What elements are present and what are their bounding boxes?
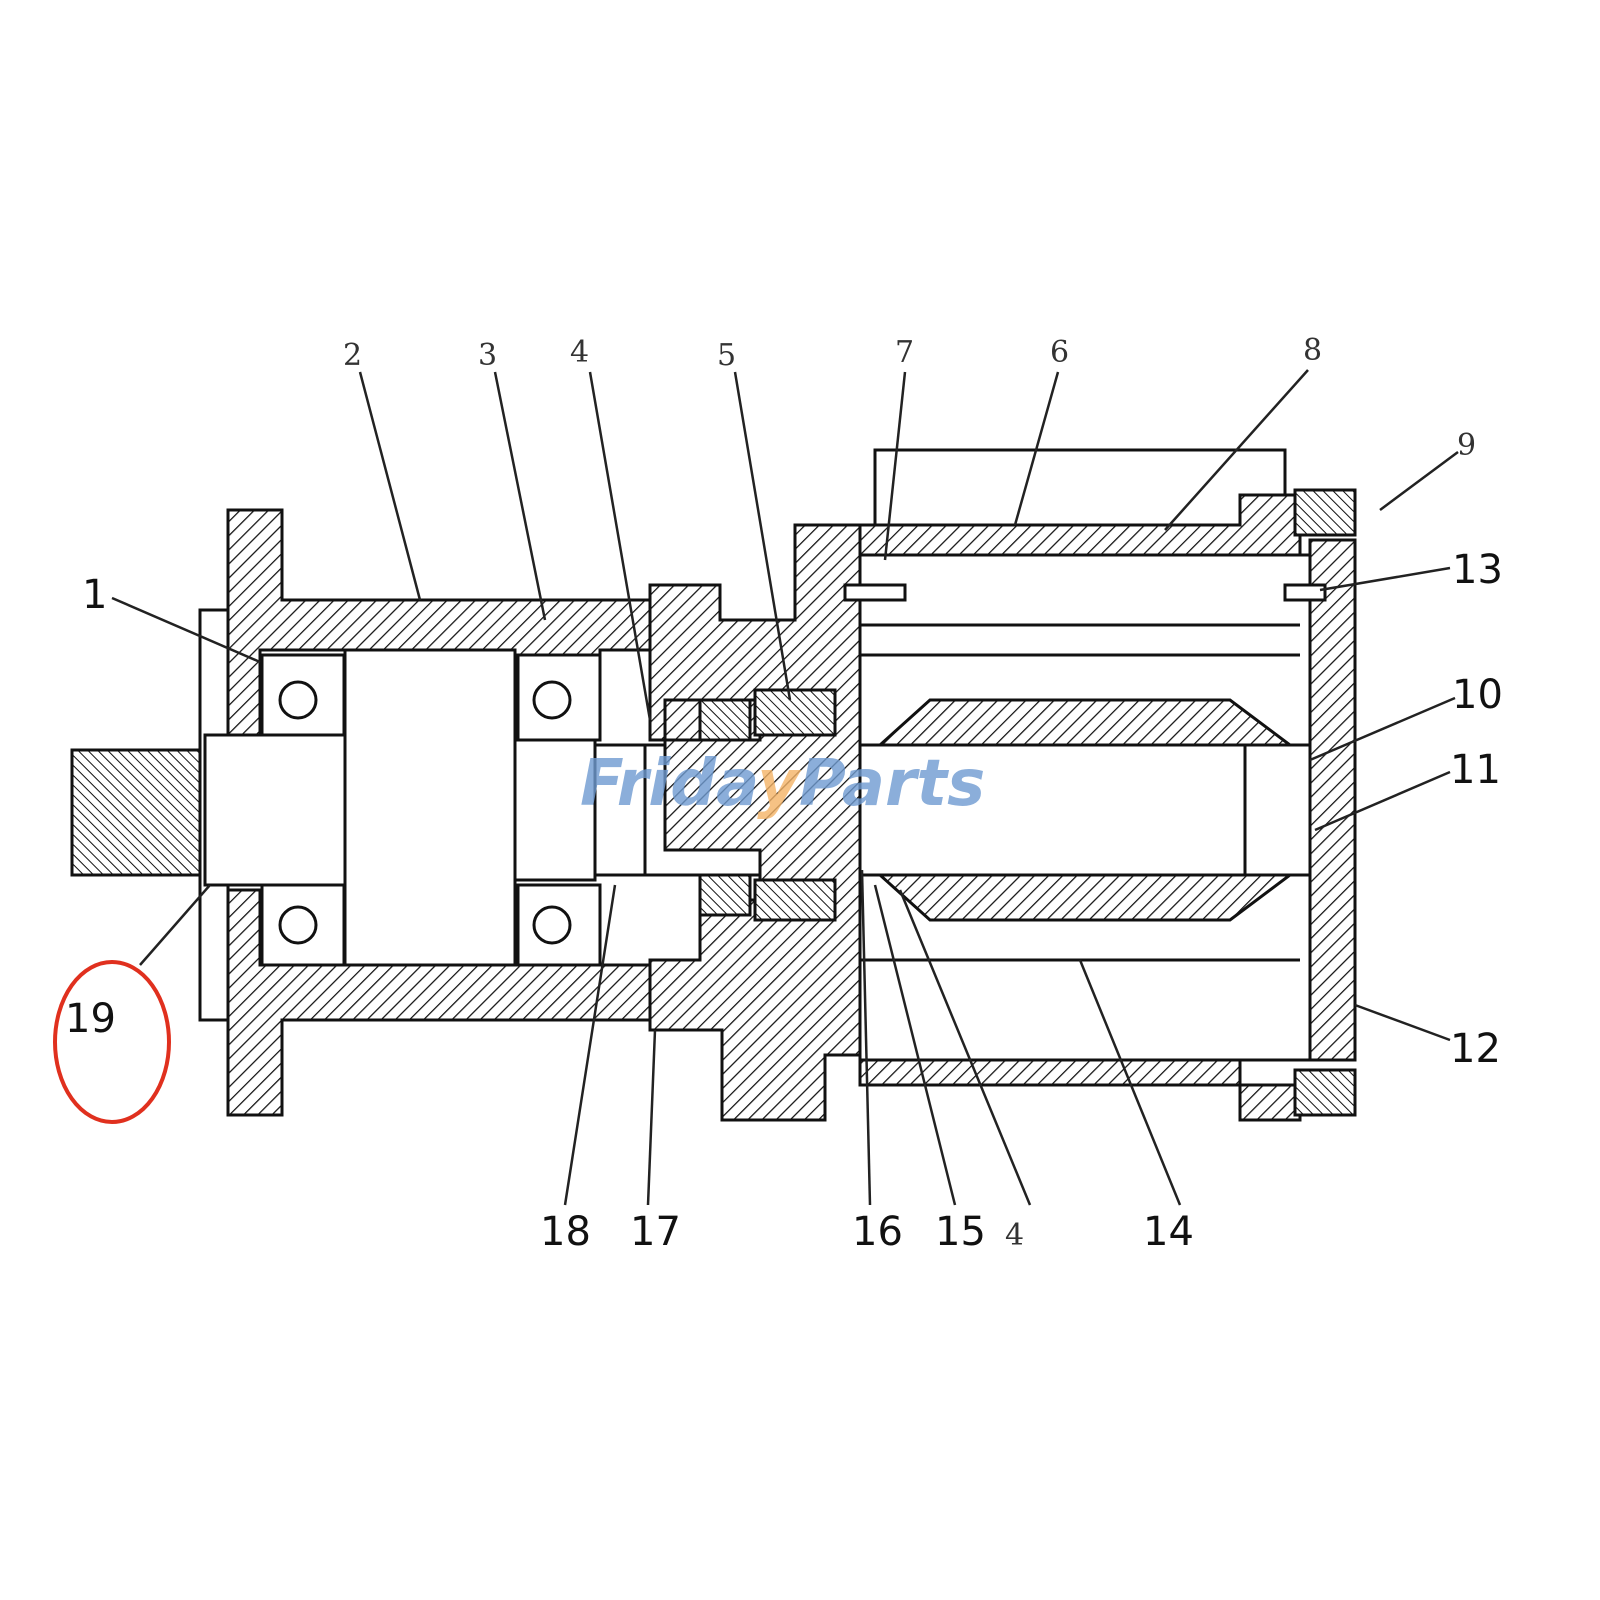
- label-17: 17: [630, 1209, 681, 1255]
- label-16: 16: [852, 1209, 903, 1255]
- assembly-drawing: [70, 448, 1357, 1122]
- rear-housing-top: [873, 448, 1287, 532]
- bearing-rear: [516, 653, 602, 742]
- label-10: 10: [1452, 672, 1503, 718]
- watermark-text-3: Parts: [799, 747, 985, 821]
- bearing-front: [260, 653, 346, 742]
- end-cap: [1308, 538, 1357, 1062]
- label-2: 2: [343, 338, 362, 373]
- middle-housing: [648, 523, 862, 1122]
- seal: [698, 698, 752, 742]
- spline-shaft-end: [70, 748, 214, 877]
- svg-text:FridayParts: FridayParts: [580, 747, 985, 821]
- label-5: 5: [717, 338, 736, 373]
- label-3: 3: [478, 338, 497, 373]
- watermark-text-1: Frida: [580, 747, 757, 821]
- label-11: 11: [1450, 747, 1501, 793]
- label-7: 7: [895, 335, 914, 370]
- highlight-circle-19: [53, 960, 171, 1124]
- label-9: 9: [1457, 428, 1476, 463]
- label-12: 12: [1450, 1026, 1501, 1072]
- label-4-bottom: 4: [1005, 1218, 1024, 1253]
- label-4-top: 4: [570, 335, 589, 370]
- part-labels: 2 3 4 5 7 6 8 9 13 1 10 11 12 19 18 17 1…: [65, 333, 1503, 1255]
- label-6: 6: [1050, 335, 1069, 370]
- fridayparts-watermark: FridayParts: [580, 747, 985, 821]
- label-8: 8: [1303, 333, 1322, 368]
- label-15: 15: [935, 1209, 986, 1255]
- label-13: 13: [1452, 547, 1503, 593]
- label-1: 1: [82, 572, 107, 618]
- label-14: 14: [1143, 1209, 1194, 1255]
- label-19: 19: [65, 996, 116, 1042]
- rotor: [876, 698, 1295, 747]
- main-shaft: [203, 733, 347, 887]
- leader-lines: [111, 369, 1459, 1206]
- watermark-text-2: y: [757, 747, 801, 821]
- label-18: 18: [540, 1209, 591, 1255]
